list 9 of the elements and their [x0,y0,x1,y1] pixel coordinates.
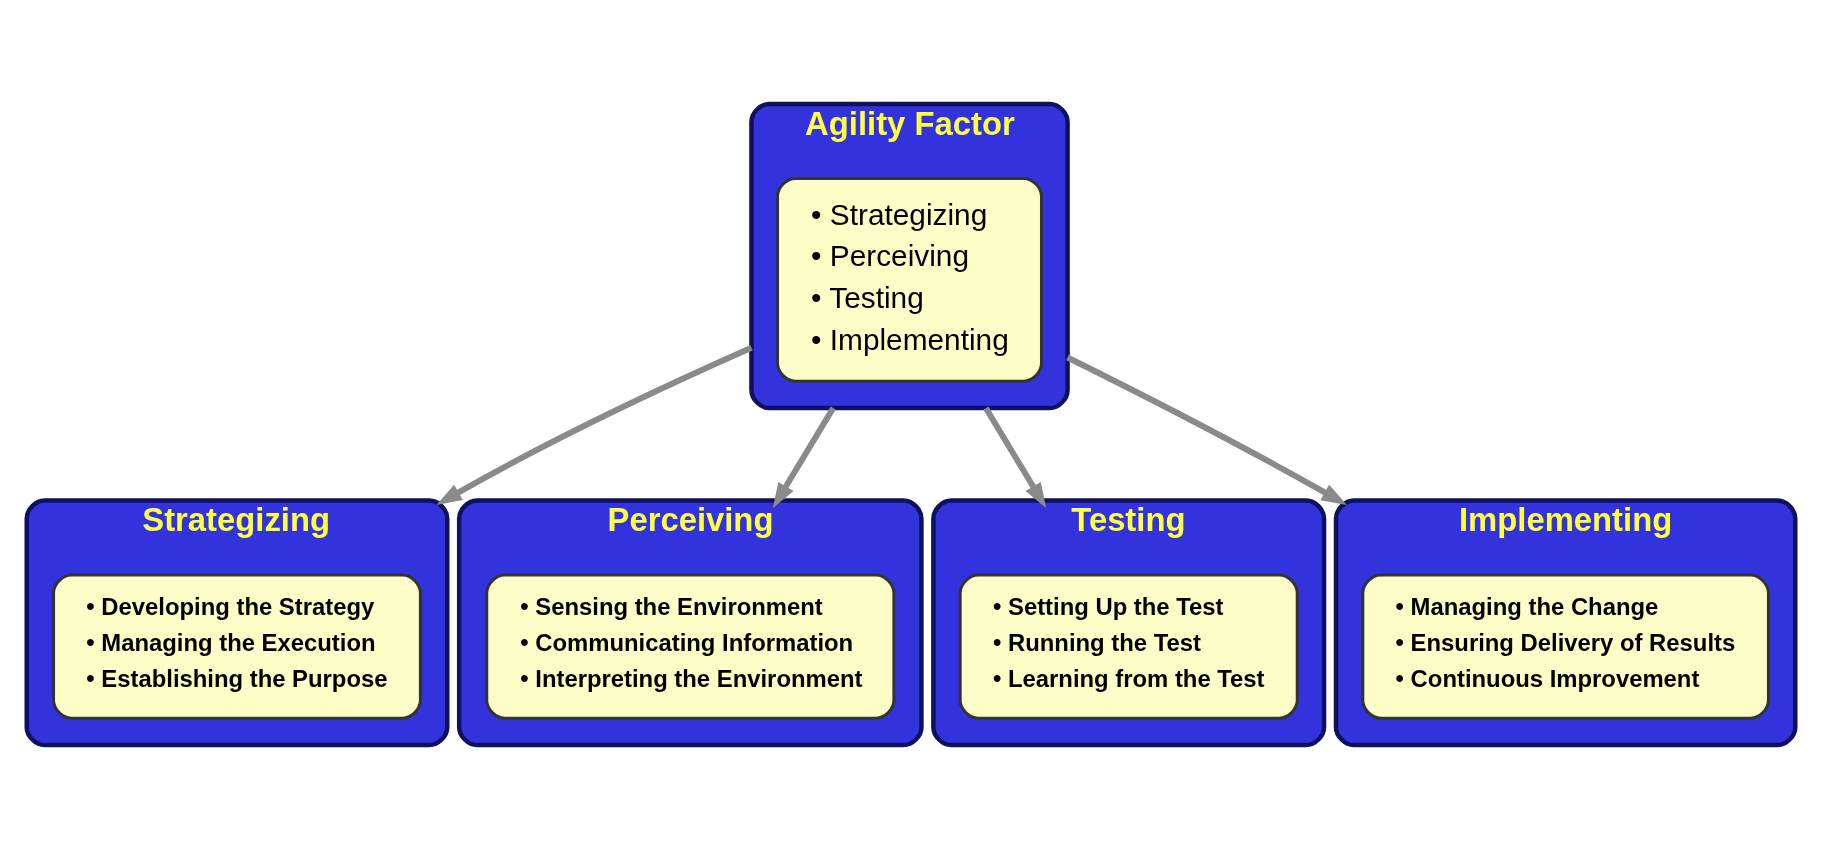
node-box: • Developing the Strategy • Managing the Execution • Establishing the Purpose [52,573,422,720]
arrow [772,406,836,508]
arrow [983,406,1047,508]
node-box: • Sensing the Environment • Communicating Information • Interpreting the Environment [485,573,896,720]
node-box: • Strategizing • Perceiving • Testing • Implementing [776,176,1043,383]
node-box: • Managing the Change • Ensuring Delivery of Results • Continuous Improvement [1361,573,1770,720]
node-box: • Setting Up the Test • Running the Test • Learning from the Test [958,573,1299,720]
arrow [436,344,753,505]
arrow [1066,354,1347,505]
